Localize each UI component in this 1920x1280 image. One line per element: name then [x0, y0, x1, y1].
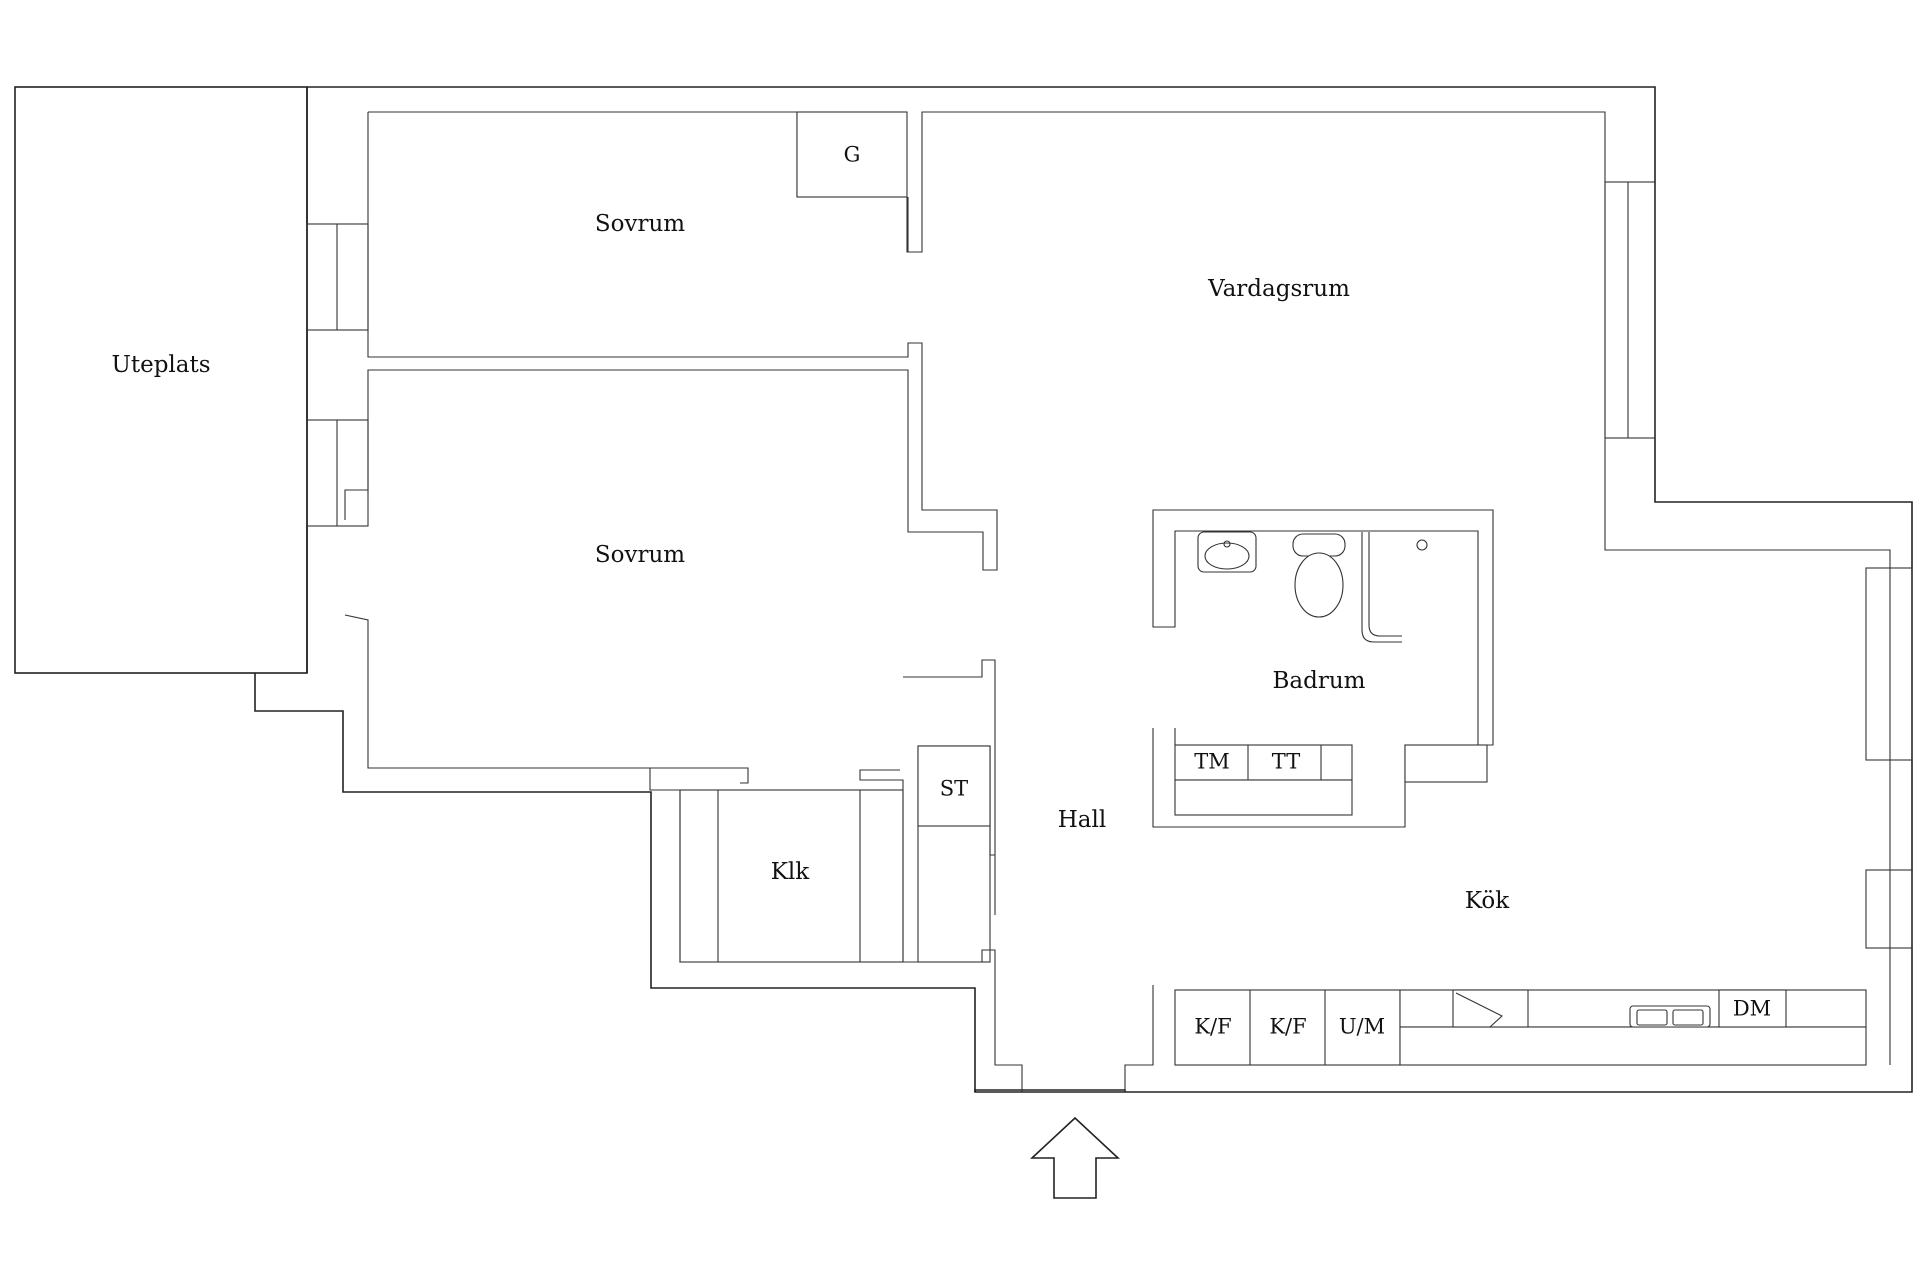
room-labels: Uteplats Sovrum Sovrum Vardagsrum Badrum… [111, 211, 1510, 914]
fixtures: G ST TM TT K/F K/F [796, 111, 1867, 1066]
room-label-sovrum-1: Sovrum [595, 211, 685, 237]
st-box [917, 745, 991, 827]
toilet-icon [1292, 533, 1346, 618]
outer-walls [254, 86, 1913, 1093]
tm-label: TM [1194, 750, 1230, 774]
stove-icon [1452, 989, 1529, 1028]
kitchen-sink-icon [1629, 1005, 1711, 1028]
room-label-hall: Hall [1058, 807, 1106, 833]
um-label: U/M [1339, 1015, 1385, 1039]
entrance-arrow-icon [1029, 1116, 1121, 1199]
uteplats-area [14, 86, 308, 674]
sink-icon [1197, 531, 1257, 573]
shower-icon [1361, 532, 1428, 643]
dm-label: DM [1733, 997, 1771, 1021]
inner-walls [306, 111, 1913, 1092]
room-label-vardagsrum: Vardagsrum [1207, 276, 1350, 302]
kf-2-label: K/F [1269, 1015, 1306, 1039]
room-label-klk: Klk [771, 859, 811, 885]
room-label-kok: Kök [1465, 888, 1510, 914]
room-label-uteplats: Uteplats [111, 352, 210, 378]
tt-label: TT [1272, 750, 1300, 774]
room-label-badrum: Badrum [1273, 668, 1366, 694]
g-label: G [844, 143, 861, 167]
kf-1-label: K/F [1194, 1015, 1231, 1039]
room-label-sovrum-2: Sovrum [595, 542, 685, 568]
st-label: ST [940, 777, 968, 801]
g-box [796, 111, 908, 198]
